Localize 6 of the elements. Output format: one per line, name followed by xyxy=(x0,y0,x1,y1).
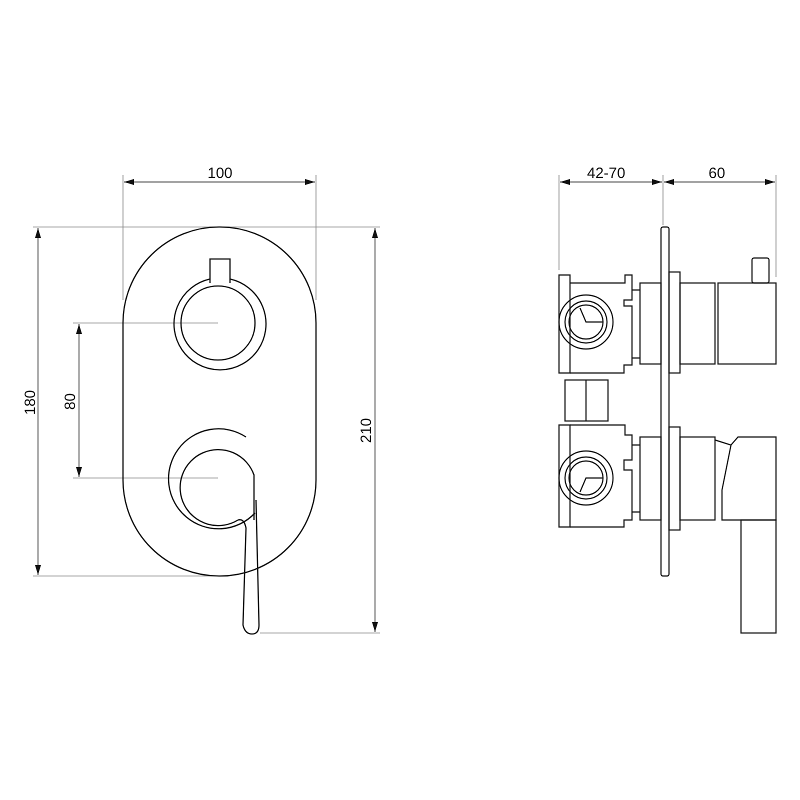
dimension-label: 100 xyxy=(208,166,233,180)
dimension-label: 210 xyxy=(358,417,374,443)
dimension-label: 180 xyxy=(22,389,38,415)
dimension-label: 80 xyxy=(62,392,78,410)
dimension-label: 60 xyxy=(708,166,726,180)
dimension-label: 42-70 xyxy=(587,166,626,180)
